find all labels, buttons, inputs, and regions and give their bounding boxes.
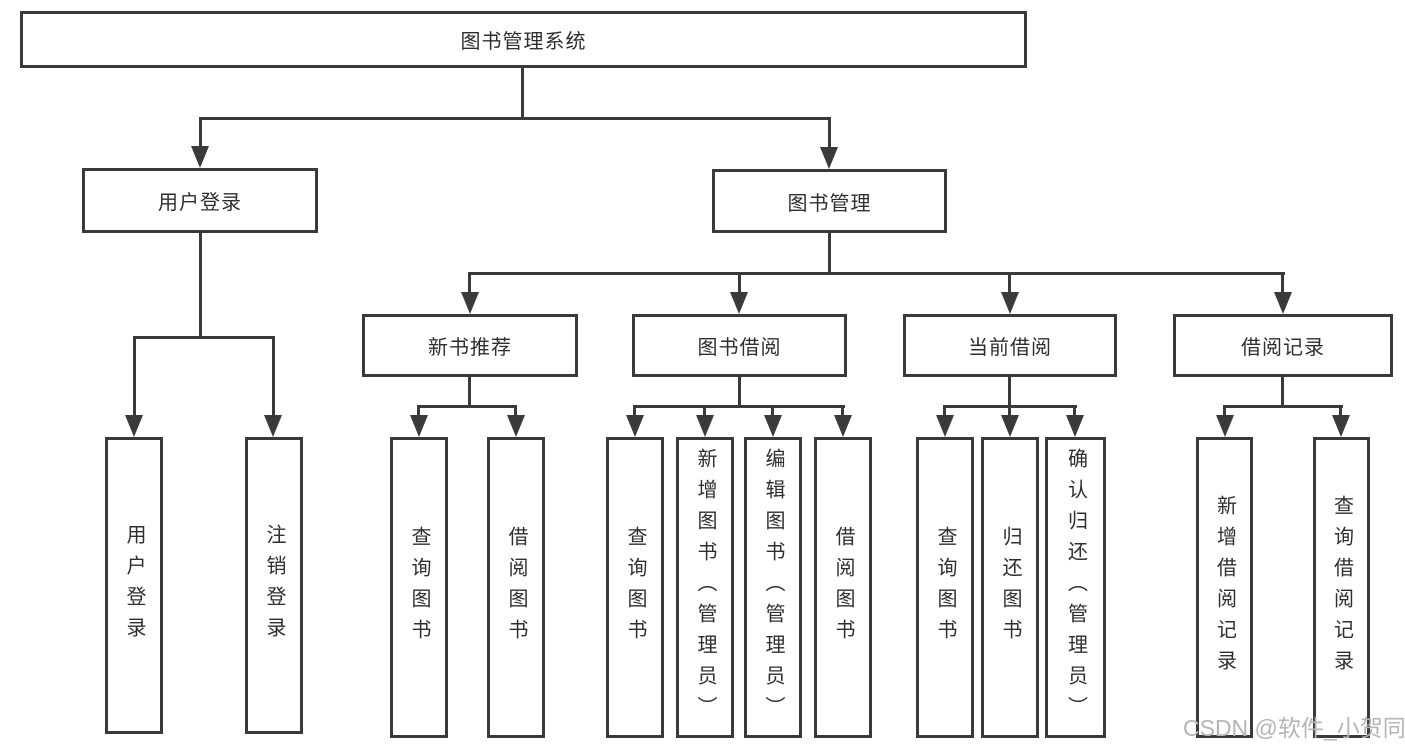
leaf-query-borrow-record-label: 查询借阅记录 xyxy=(1330,494,1353,681)
arrow-down-icon xyxy=(936,415,954,437)
arrow-down-icon xyxy=(191,146,209,168)
leaf-borrow-books-1: 借阅图书 xyxy=(487,437,545,738)
leaf-query-books-2-label: 查询图书 xyxy=(624,525,646,650)
leaf-add-borrow-record-label: 新增借阅记录 xyxy=(1213,494,1236,681)
node-user-login-label: 用户登录 xyxy=(158,192,242,214)
leaf-edit-book-admin: 编辑图书（管理员） xyxy=(744,437,802,738)
node-new-book-recommendation: 新书推荐 xyxy=(362,314,578,377)
connector-v xyxy=(1073,405,1076,417)
node-current-borrowing-label: 当前借阅 xyxy=(968,337,1052,359)
connector-h xyxy=(133,336,275,339)
connector-v xyxy=(1008,405,1011,417)
connector-v xyxy=(828,233,831,273)
arrow-down-icon xyxy=(264,415,282,437)
arrow-down-icon xyxy=(730,292,748,314)
leaf-add-borrow-record: 新增借阅记录 xyxy=(1196,437,1253,738)
connector-v xyxy=(133,336,136,417)
connector-v xyxy=(1339,405,1342,417)
arrow-down-icon xyxy=(626,415,644,437)
connector-v xyxy=(1008,377,1011,406)
node-borrowing-records: 借阅记录 xyxy=(1173,314,1393,377)
connector-v xyxy=(633,405,636,417)
connector-v xyxy=(514,405,517,417)
leaf-borrow-books-1-label: 借阅图书 xyxy=(505,525,527,650)
connector-v xyxy=(468,377,471,406)
csdn-watermark: CSDN @软件_小贺同学 xyxy=(1183,714,1405,744)
arrow-down-icon xyxy=(1216,415,1234,437)
leaf-query-borrow-record: 查询借阅记录 xyxy=(1313,437,1370,738)
node-book-borrowing-label: 图书借阅 xyxy=(697,337,782,359)
node-book-management: 图书管理 xyxy=(712,169,947,233)
connector-v xyxy=(1008,272,1011,294)
connector-v xyxy=(468,272,471,294)
leaf-borrow-books-2: 借阅图书 xyxy=(814,437,872,738)
leaf-add-book-admin-label: 新增图书（管理员） xyxy=(694,448,716,727)
connector-v xyxy=(841,405,844,417)
arrow-down-icon xyxy=(1001,415,1019,437)
connector-v xyxy=(703,405,706,417)
arrow-down-icon xyxy=(507,415,525,437)
arrow-down-icon xyxy=(1274,292,1292,314)
leaf-query-books-3-label: 查询图书 xyxy=(934,525,956,650)
leaf-query-books-1-label: 查询图书 xyxy=(408,525,430,650)
leaf-add-book-admin: 新增图书（管理员） xyxy=(676,437,734,738)
connector-h xyxy=(469,272,1285,275)
connector-h xyxy=(633,405,845,408)
arrow-down-icon xyxy=(410,415,428,437)
arrow-down-icon xyxy=(820,147,838,169)
leaf-confirm-return-admin: 确认归还（管理员） xyxy=(1045,437,1106,738)
connector-v xyxy=(272,336,275,417)
leaf-query-books-3: 查询图书 xyxy=(916,437,974,738)
csdn-watermark-text: CSDN @软件_小贺同 xyxy=(1183,715,1405,741)
arrow-down-icon xyxy=(125,415,143,437)
node-book-borrowing: 图书借阅 xyxy=(632,314,847,377)
connector-v xyxy=(828,117,831,150)
leaf-confirm-return-admin-label: 确认归还（管理员） xyxy=(1064,448,1087,727)
connector-v xyxy=(199,233,202,337)
connector-v xyxy=(738,377,741,406)
arrow-down-icon xyxy=(1332,415,1350,437)
leaf-edit-book-admin-label: 编辑图书（管理员） xyxy=(762,448,784,727)
connector-h xyxy=(199,117,831,120)
leaf-borrow-books-2-label: 借阅图书 xyxy=(832,525,854,650)
connector-v xyxy=(943,405,946,417)
leaf-user-login-label: 用户登录 xyxy=(123,523,145,648)
connector-v xyxy=(738,272,741,294)
arrow-down-icon xyxy=(834,415,852,437)
connector-v xyxy=(199,117,202,149)
leaf-return-books: 归还图书 xyxy=(981,437,1039,738)
leaf-return-books-label: 归还图书 xyxy=(999,525,1021,650)
arrow-down-icon xyxy=(1001,292,1019,314)
node-new-book-recommendation-label: 新书推荐 xyxy=(428,337,512,359)
arrow-down-icon xyxy=(764,415,782,437)
leaf-query-books-1: 查询图书 xyxy=(390,437,448,738)
arrow-down-icon xyxy=(696,415,714,437)
connector-v xyxy=(1281,377,1284,406)
node-current-borrowing: 当前借阅 xyxy=(903,314,1117,377)
connector-v xyxy=(521,68,524,118)
arrow-down-icon xyxy=(461,292,479,314)
node-root-label: 图书管理系统 xyxy=(460,31,587,53)
node-user-login: 用户登录 xyxy=(82,168,318,233)
node-book-management-label: 图书管理 xyxy=(787,192,872,215)
connector-v xyxy=(1281,272,1284,294)
leaf-logout-label: 注销登录 xyxy=(263,523,285,648)
connector-v xyxy=(1223,405,1226,417)
connector-h xyxy=(1223,405,1343,408)
connector-h xyxy=(417,405,517,408)
leaf-logout: 注销登录 xyxy=(245,437,303,734)
leaf-user-login: 用户登录 xyxy=(105,437,163,734)
connector-v xyxy=(417,405,420,417)
arrow-down-icon xyxy=(1066,415,1084,437)
node-root: 图书管理系统 xyxy=(20,11,1027,68)
leaf-query-books-2: 查询图书 xyxy=(606,437,664,738)
node-borrowing-records-label: 借阅记录 xyxy=(1241,337,1325,359)
connector-v xyxy=(771,405,774,417)
